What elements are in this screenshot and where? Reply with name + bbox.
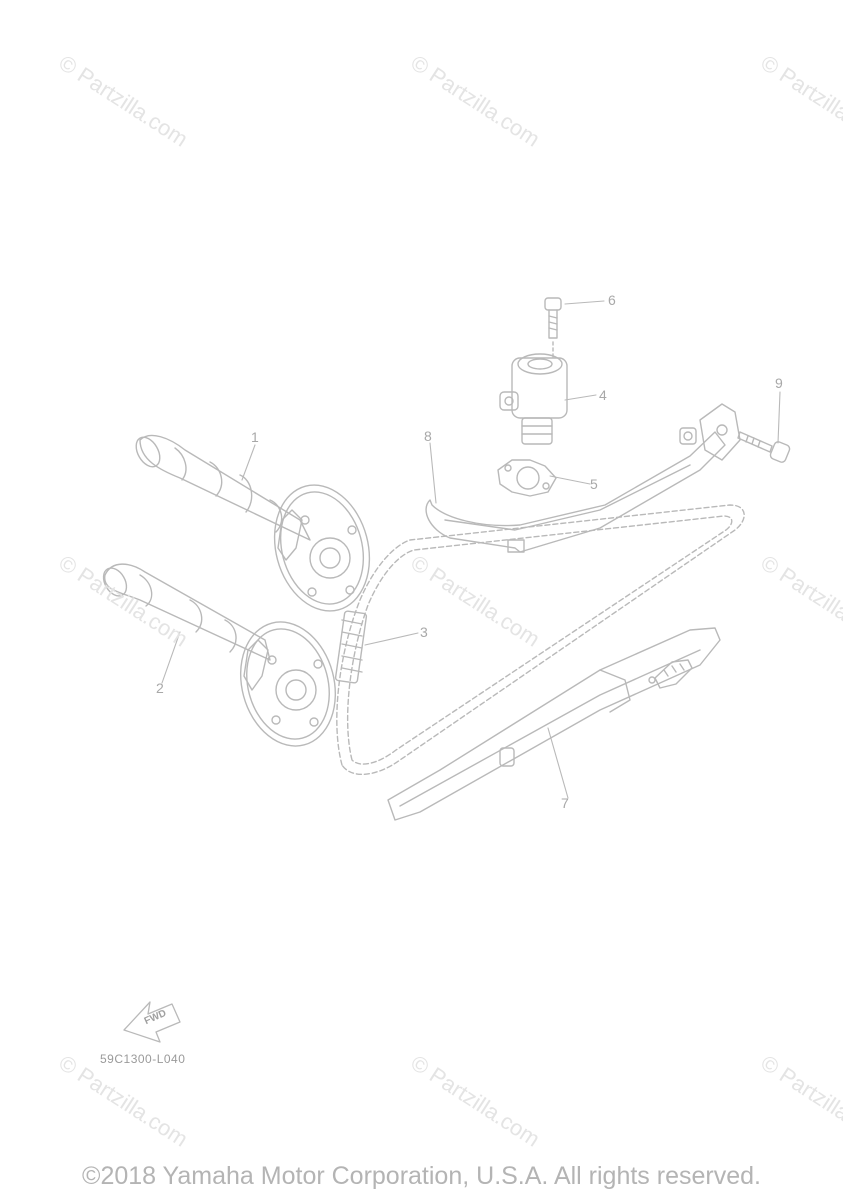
chain-guide-upper: [425, 403, 741, 553]
bolt-9: [737, 431, 791, 463]
bolt-6: [544, 297, 562, 359]
callout-1: 1: [251, 429, 259, 445]
leader-lines: [161, 300, 781, 799]
camshaft-upper: [135, 434, 371, 612]
callout-7: 7: [561, 795, 569, 811]
callout-9: 9: [775, 375, 783, 391]
cam-chain: [336, 504, 745, 776]
chain-section-detail: [334, 610, 368, 684]
callout-8: 8: [424, 428, 432, 444]
callout-6: 6: [608, 292, 616, 308]
gasket: [497, 459, 557, 497]
camshaft-lower: [102, 563, 337, 747]
callout-5: 5: [590, 476, 598, 492]
callout-3: 3: [420, 624, 428, 640]
chain-tensioner: [499, 353, 568, 445]
diagram-code: 59C1300-L040: [100, 1052, 186, 1066]
copyright-notice: ©2018 Yamaha Motor Corporation, U.S.A. A…: [82, 1162, 761, 1190]
fwd-arrow-icon: [123, 1001, 181, 1043]
chain-guide-lower: [387, 627, 721, 821]
callout-4: 4: [599, 387, 607, 403]
callout-2: 2: [156, 680, 164, 696]
